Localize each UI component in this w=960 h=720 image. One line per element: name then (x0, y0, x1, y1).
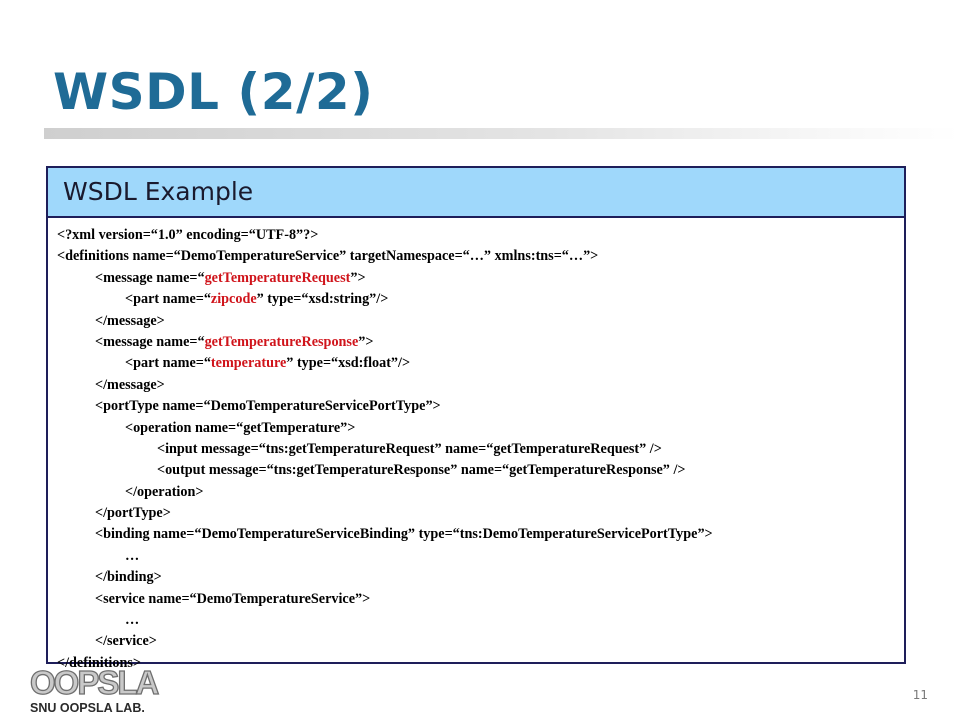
code-text: ” type=“xsd:float”/> (286, 355, 411, 372)
code-line: <?xml version=“1.0” encoding=“UTF-8”?> (57, 225, 900, 246)
code-line: <message name=“getTemperatureResponse”> (57, 332, 900, 353)
box-header-title: WSDL Example (63, 177, 254, 206)
code-line: <part name=“temperature” type=“xsd:float… (57, 353, 900, 374)
code-text: <part name=“ (125, 291, 211, 308)
code-text: <output message=“tns:getTemperatureRespo… (157, 462, 686, 479)
code-text: … (125, 547, 140, 564)
code-block: <?xml version=“1.0” encoding=“UTF-8”?> <d… (57, 225, 900, 674)
code-line: <binding name=“DemoTemperatureServiceBin… (57, 524, 900, 545)
logo-mark-text: OOPSLA (30, 664, 159, 701)
code-text: <input message=“tns:getTemperatureReques… (157, 440, 662, 457)
code-line: <definitions name=“DemoTemperatureServic… (57, 246, 900, 267)
code-text: <part name=“ (125, 355, 211, 372)
code-text: <operation name=“getTemperature”> (125, 419, 356, 436)
page-number: 11 (912, 688, 928, 702)
code-text: ” type=“xsd:string”/> (256, 291, 389, 308)
oopsla-logo: OOPSLA SNU OOPSLA LAB. (29, 663, 160, 715)
logo-caption: SNU OOPSLA LAB. (30, 701, 145, 715)
code-line: </operation> (57, 482, 900, 503)
code-text: </message> (95, 376, 165, 393)
code-text: <definitions name=“DemoTemperatureServic… (57, 248, 599, 265)
code-text: … (125, 612, 140, 629)
code-line: </portType> (57, 503, 900, 524)
code-highlight: temperature (210, 355, 287, 372)
box-header: WSDL Example (48, 168, 904, 218)
code-text: <message name=“ (95, 269, 205, 286)
code-line: </message> (57, 375, 900, 396)
code-text: </service> (95, 633, 157, 650)
code-text: <?xml version=“1.0” encoding=“UTF-8”?> (57, 227, 319, 243)
code-line: … (57, 546, 900, 567)
title-divider (44, 128, 960, 139)
oopsla-logo-mark: OOPSLA (29, 663, 160, 701)
code-line: </message> (57, 311, 900, 332)
code-line: <message name=“getTemperatureRequest”> (57, 268, 900, 289)
code-highlight: getTemperatureResponse (204, 333, 359, 350)
code-text: </portType> (95, 505, 171, 522)
code-line: </binding> (57, 567, 900, 588)
code-highlight: zipcode (210, 291, 257, 308)
wsdl-example-box: WSDL Example <?xml version=“1.0” encodin… (46, 166, 906, 671)
code-line: <portType name=“DemoTemperatureServicePo… (57, 396, 900, 417)
slide-title: WSDL (2/2) (53, 63, 374, 121)
code-line: <service name=“DemoTemperatureService”> (57, 589, 900, 610)
code-text: </operation> (125, 483, 204, 500)
code-highlight: getTemperatureRequest (204, 269, 351, 286)
code-text: <binding name=“DemoTemperatureServiceBin… (95, 526, 713, 543)
code-line: <input message=“tns:getTemperatureReques… (57, 439, 900, 460)
code-line: <operation name=“getTemperature”> (57, 418, 900, 439)
code-text: <message name=“ (95, 333, 205, 350)
code-text: ”> (350, 269, 366, 286)
code-text: </definitions> (57, 654, 141, 671)
code-line: </service> (57, 631, 900, 652)
code-text: </message> (95, 312, 165, 329)
code-text: <portType name=“DemoTemperatureServicePo… (95, 398, 441, 415)
code-line: … (57, 610, 900, 631)
code-text: ”> (358, 333, 374, 350)
code-line: <part name=“zipcode” type=“xsd:string”/> (57, 289, 900, 310)
code-text: <service name=“DemoTemperatureService”> (95, 590, 371, 607)
code-line: </definitions> (57, 653, 900, 674)
code-line: <output message=“tns:getTemperatureRespo… (57, 460, 900, 481)
code-text: </binding> (95, 569, 162, 586)
